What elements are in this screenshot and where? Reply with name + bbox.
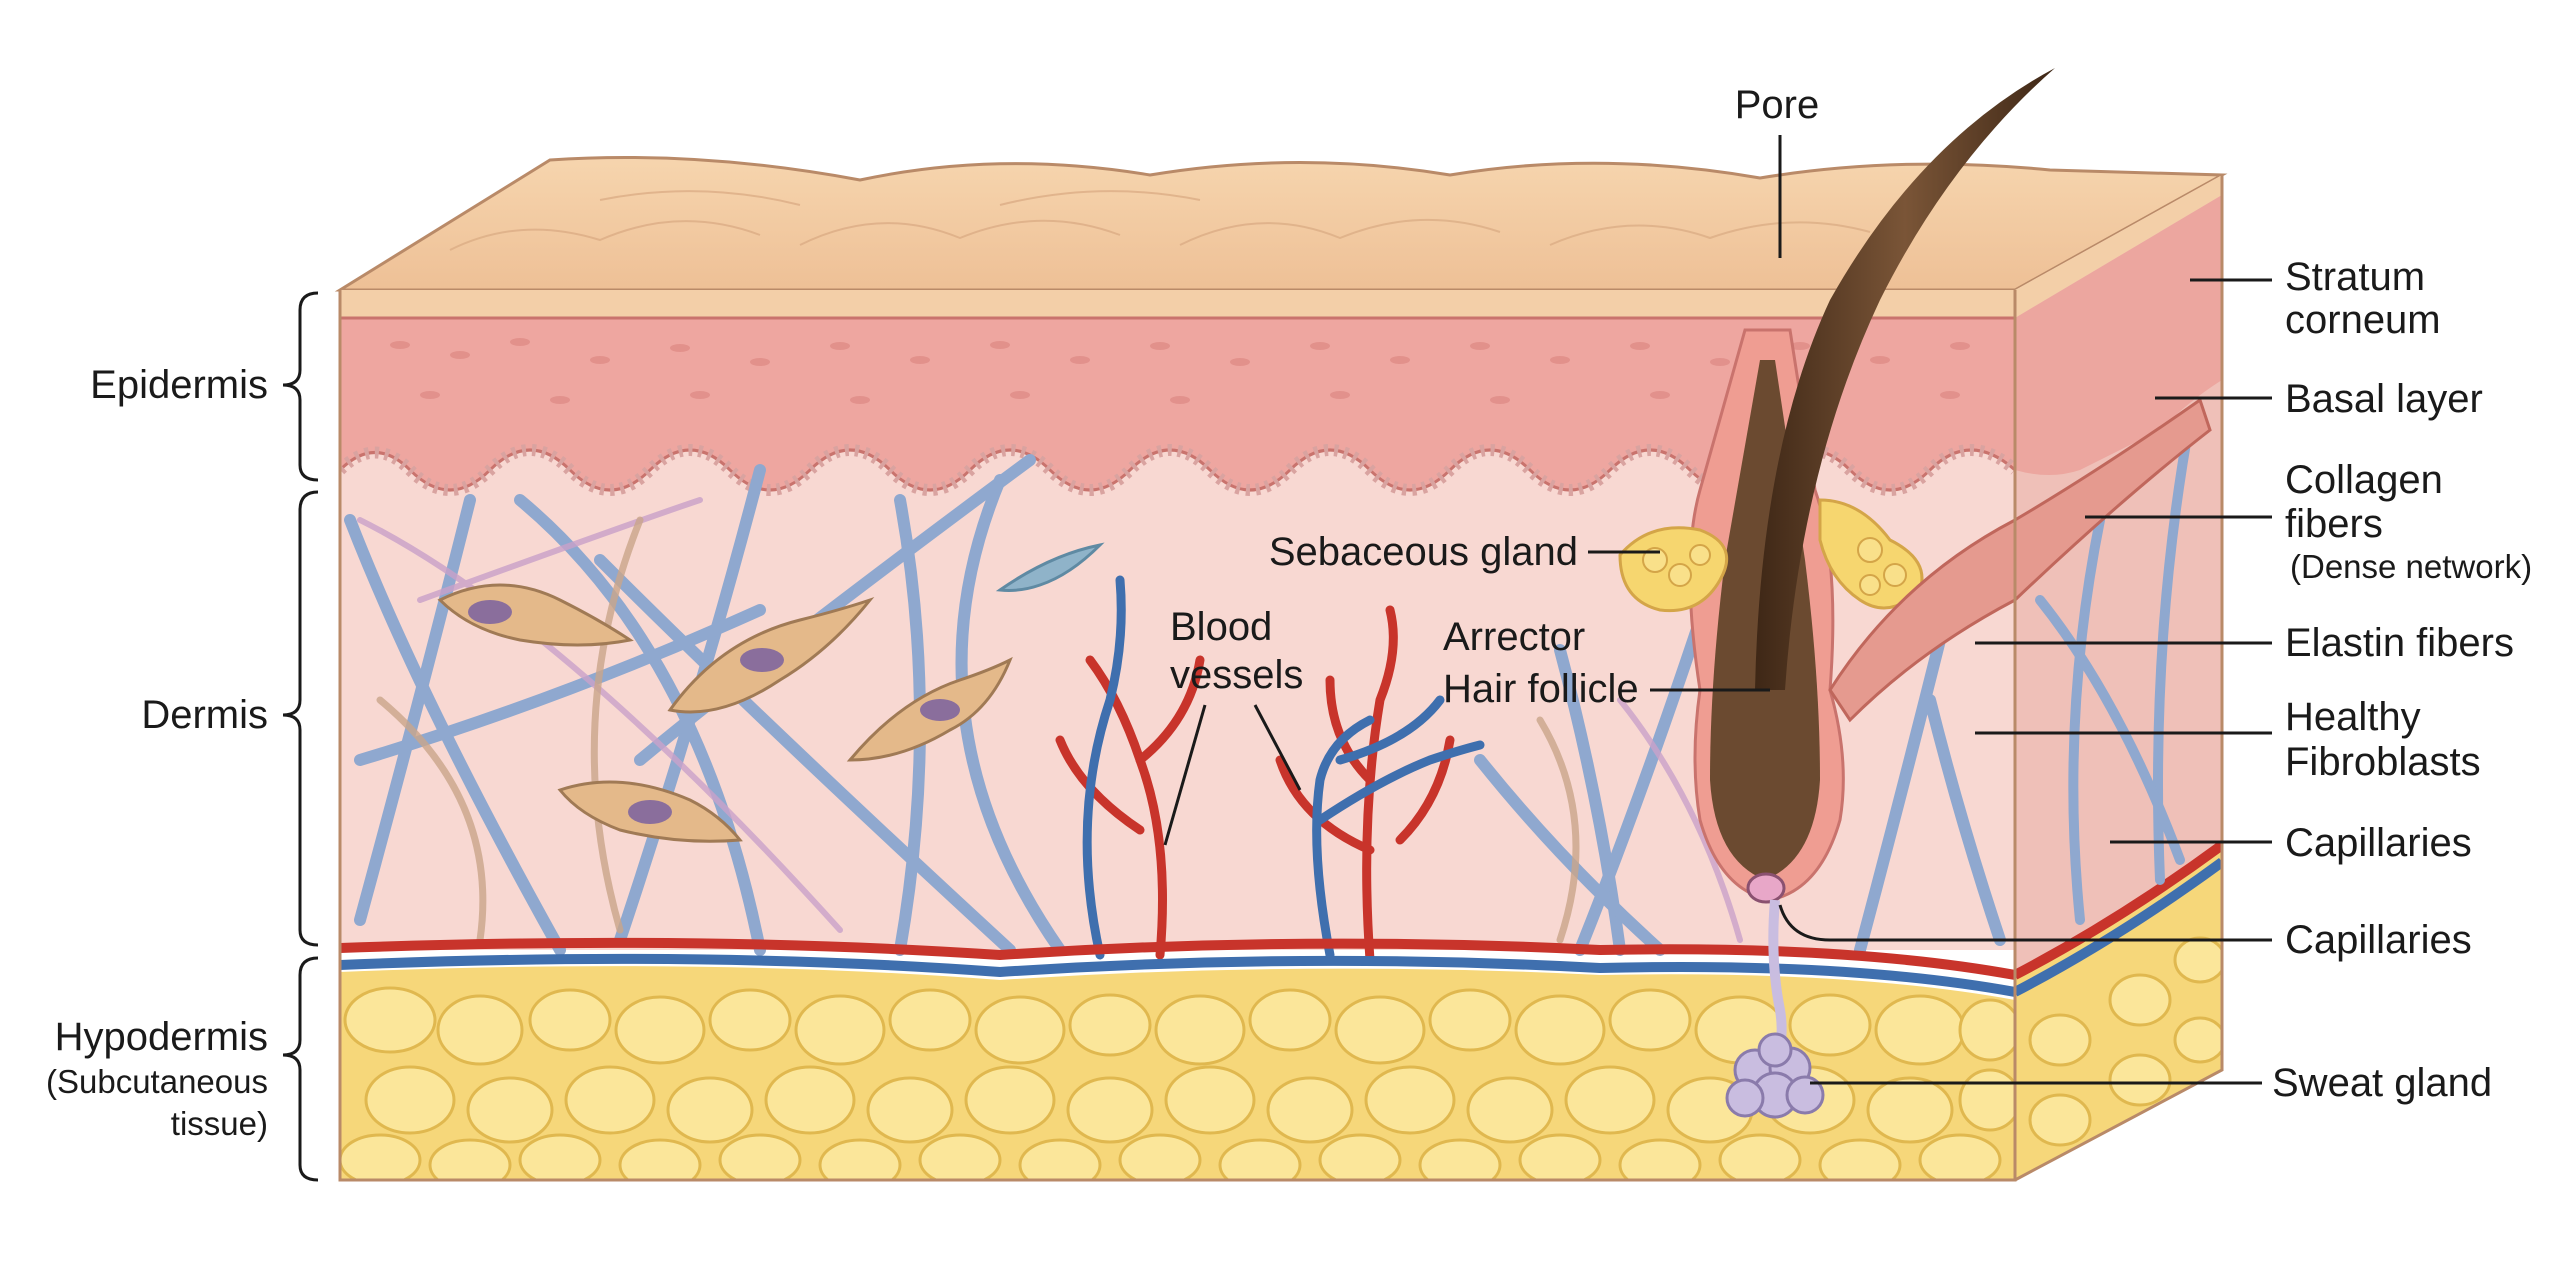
block-outline	[338, 175, 2224, 1182]
label-sweat-gland: Sweat gland	[2272, 1061, 2492, 1105]
label-basal-layer: Basal layer	[2285, 377, 2483, 421]
hypodermis-bracket: Hypodermis (Subcutaneous tissue)	[46, 956, 319, 1182]
veins	[1082, 575, 1485, 960]
label-elastin: Elastin fibers	[2285, 621, 2514, 665]
arteries	[1055, 605, 1455, 965]
sweat-gland-coil	[1725, 1032, 1825, 1119]
pore-callout: Pore	[1735, 83, 1820, 258]
surface-texture	[449, 190, 1871, 251]
capillaries-callout-a: Capillaries	[2110, 821, 2472, 865]
label-stratum-corneum-2: corneum	[2285, 298, 2441, 342]
label-dermis: Dermis	[141, 693, 268, 737]
epidermis-bracket: Epidermis	[90, 291, 319, 482]
label-capillaries-a: Capillaries	[2285, 821, 2472, 865]
basal-layer-callout: Basal layer	[2155, 377, 2483, 421]
label-hair-follicle: Hair follicle	[1443, 667, 1639, 711]
fibroblasts-callout: Healthy Fibroblasts	[1975, 695, 2481, 784]
dermis-bracket: Dermis	[141, 490, 319, 947]
brown-fibers	[376, 516, 1580, 944]
fibroblast-cells	[437, 542, 1105, 843]
label-fibroblasts-1: Healthy	[2285, 695, 2421, 739]
label-hypodermis-sub1: (Subcutaneous	[46, 1063, 268, 1100]
arrector-hair-follicle-callout: Arrector Hair follicle	[1443, 615, 1770, 711]
side-face	[2015, 175, 2222, 1180]
fat-cells	[340, 986, 2015, 1180]
capillaries-callout-b: Capillaries	[1778, 904, 2472, 962]
arrector-pili-muscle	[1828, 518, 2015, 723]
blood-vessels-callout: Blood vessels	[1163, 605, 1303, 846]
label-collagen-3: (Dense network)	[2290, 548, 2532, 585]
front-face	[340, 290, 2015, 1180]
main-vein	[340, 953, 2015, 997]
label-collagen-2: fibers	[2285, 502, 2383, 546]
stratum-corneum-callout: Stratum corneum	[2190, 255, 2441, 342]
label-blood-vessels-1: Blood	[1170, 605, 1272, 649]
label-capillaries-b: Capillaries	[2285, 918, 2472, 962]
elastin-callout: Elastin fibers	[1975, 621, 2514, 665]
label-hypodermis: Hypodermis	[55, 1015, 268, 1059]
collagen-callout: Collagen fibers (Dense network)	[2085, 458, 2532, 585]
sebaceous-gland-callout: Sebaceous gland	[1269, 530, 1660, 574]
epidermis-cells	[390, 338, 1970, 404]
hair-shaft	[1755, 68, 2055, 690]
label-stratum-corneum-1: Stratum	[2285, 255, 2425, 299]
label-epidermis: Epidermis	[90, 363, 268, 407]
sebaceous-lobules	[1642, 537, 1907, 596]
stratum-corneum-band	[340, 290, 2015, 318]
label-collagen-1: Collagen	[2285, 458, 2443, 502]
main-artery	[340, 937, 2015, 980]
label-fibroblasts-2: Fibroblasts	[2285, 740, 2481, 784]
label-hypodermis-sub2: tissue)	[171, 1105, 268, 1142]
elastin-fibers	[357, 497, 1743, 943]
label-blood-vessels-2: vessels	[1170, 653, 1303, 697]
label-arrector: Arrector	[1443, 615, 1585, 659]
sweat-gland-callout: Sweat gland	[1810, 1061, 2492, 1105]
label-pore: Pore	[1735, 83, 1820, 127]
label-sebaceous-gland: Sebaceous gland	[1269, 530, 1578, 574]
dermal-papilla	[1746, 872, 1786, 904]
